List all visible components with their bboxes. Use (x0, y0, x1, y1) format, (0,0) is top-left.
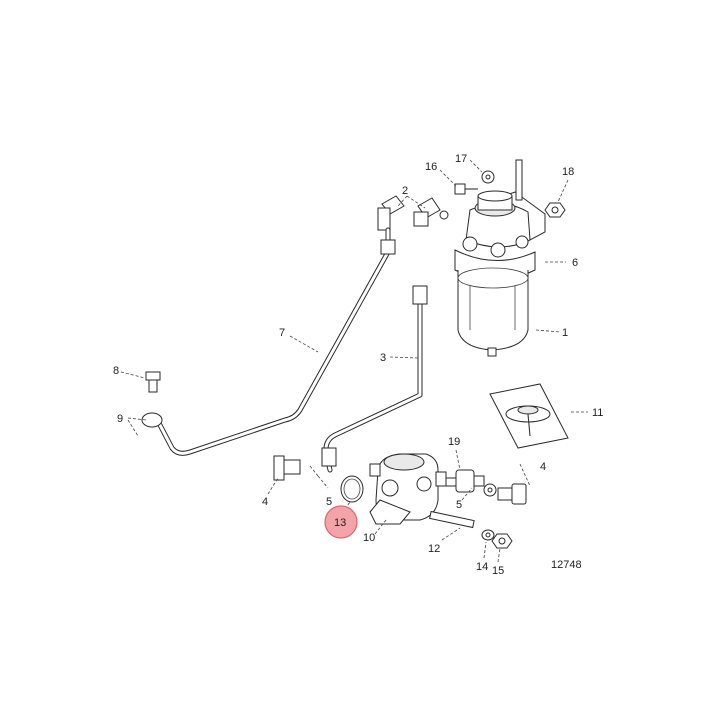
callout-6[interactable]: 6 (572, 257, 578, 269)
callout-19[interactable]: 19 (448, 436, 460, 448)
fitting-19 (445, 469, 497, 497)
callout-2[interactable]: 2 (402, 185, 408, 197)
callout-1[interactable]: 1 (562, 327, 568, 339)
fitting-4-right (497, 483, 527, 505)
callout-13[interactable]: 13 (334, 517, 346, 529)
callout-labels: 1 2 3 4 4 5 5 6 7 8 9 10 11 12 13 14 15 … (113, 153, 603, 577)
highlight-marker[interactable] (324, 505, 358, 539)
callout-4-right[interactable]: 4 (540, 461, 546, 473)
callout-11[interactable]: 11 (592, 407, 603, 419)
washer-14 (481, 529, 495, 541)
nut-15 (491, 533, 513, 549)
callout-10[interactable]: 10 (363, 532, 375, 544)
fitting-4-left (273, 455, 301, 481)
fuel-line-7 (141, 227, 396, 456)
callout-9[interactable]: 9 (117, 413, 123, 425)
callout-5-right[interactable]: 5 (456, 499, 462, 511)
callout-5-left[interactable]: 5 (326, 496, 332, 508)
callout-14[interactable]: 14 (476, 561, 488, 573)
elbow-fittings (377, 195, 449, 231)
callout-16[interactable]: 16 (425, 161, 437, 173)
inset-box-11 (489, 383, 569, 449)
fuel-pump (369, 453, 447, 525)
callout-15[interactable]: 15 (492, 565, 504, 577)
stud-12 (429, 510, 475, 529)
callout-12[interactable]: 12 (428, 543, 440, 555)
drawing-number: 12748 (551, 559, 582, 571)
callout-8[interactable]: 8 (113, 365, 119, 377)
fuel-filter-assembly (454, 159, 566, 357)
leader-lines (120, 159, 588, 563)
callout-18[interactable]: 18 (562, 166, 574, 178)
callout-17[interactable]: 17 (455, 153, 467, 165)
callout-7[interactable]: 7 (279, 327, 285, 339)
fitting-8 (145, 371, 161, 393)
fuel-line-3 (321, 285, 428, 473)
callout-4-left[interactable]: 4 (262, 496, 268, 508)
o-ring-13 (340, 475, 364, 503)
callout-3[interactable]: 3 (380, 352, 386, 364)
